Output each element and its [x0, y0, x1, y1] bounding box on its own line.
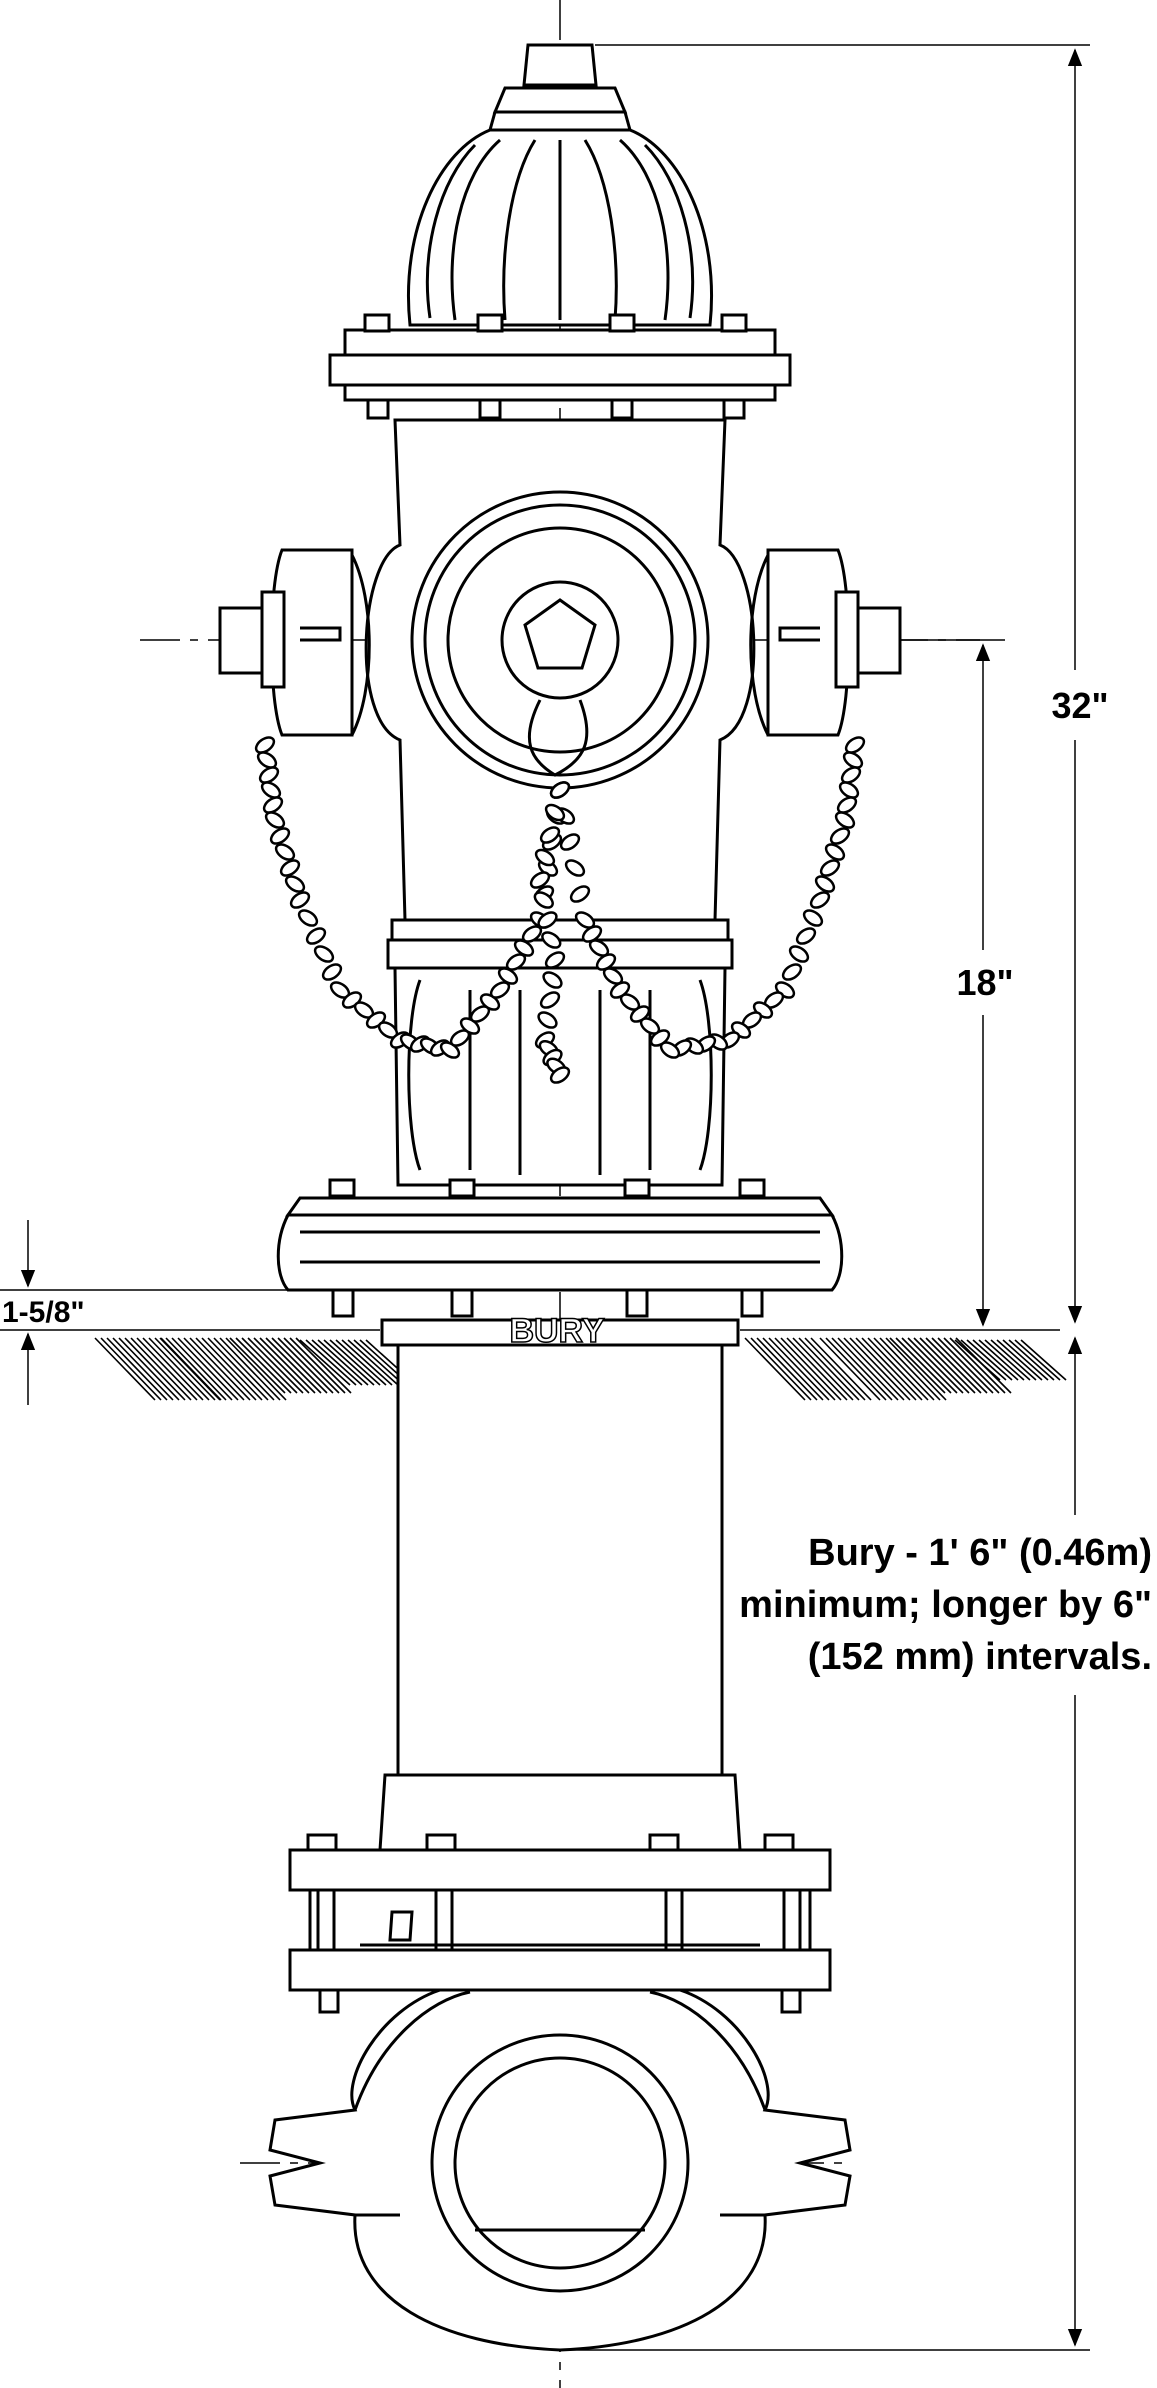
hydrant-ground-flange [276, 1178, 844, 1347]
ground-hatch-left [94, 1337, 417, 1401]
bury-note-line-3: (152 mm) intervals. [808, 1636, 1152, 1678]
dim-32in-label: 32" [1051, 685, 1108, 726]
hydrant-lower-barrel [378, 1343, 742, 1852]
ground-lines [0, 1289, 1060, 1331]
dim-1-5-8in-label: 1-5/8" [2, 1296, 85, 1329]
dimension-18in: 18" [900, 639, 1030, 1327]
ground-hatch-right [744, 1337, 1067, 1401]
dimension-32in: 32" [560, 44, 1120, 2351]
dim-18in-label: 18" [956, 962, 1013, 1003]
dimension-1-5-8in: 1-5/8" [2, 1220, 85, 1405]
hydrant-chains [254, 699, 866, 1084]
bury-stamp: BURY [509, 1312, 604, 1350]
hydrant-shoe-flange [288, 1833, 832, 2014]
bury-note-line-1: Bury - 1' 6" (0.46m) [808, 1532, 1152, 1574]
bury-note-line-2: minimum; longer by 6" [739, 1584, 1152, 1626]
hydrant-shoe [268, 1988, 852, 2352]
bury-note: Bury - 1' 6" (0.46m) minimum; longer by … [739, 1515, 1157, 1695]
hydrant-bonnet [328, 43, 792, 420]
